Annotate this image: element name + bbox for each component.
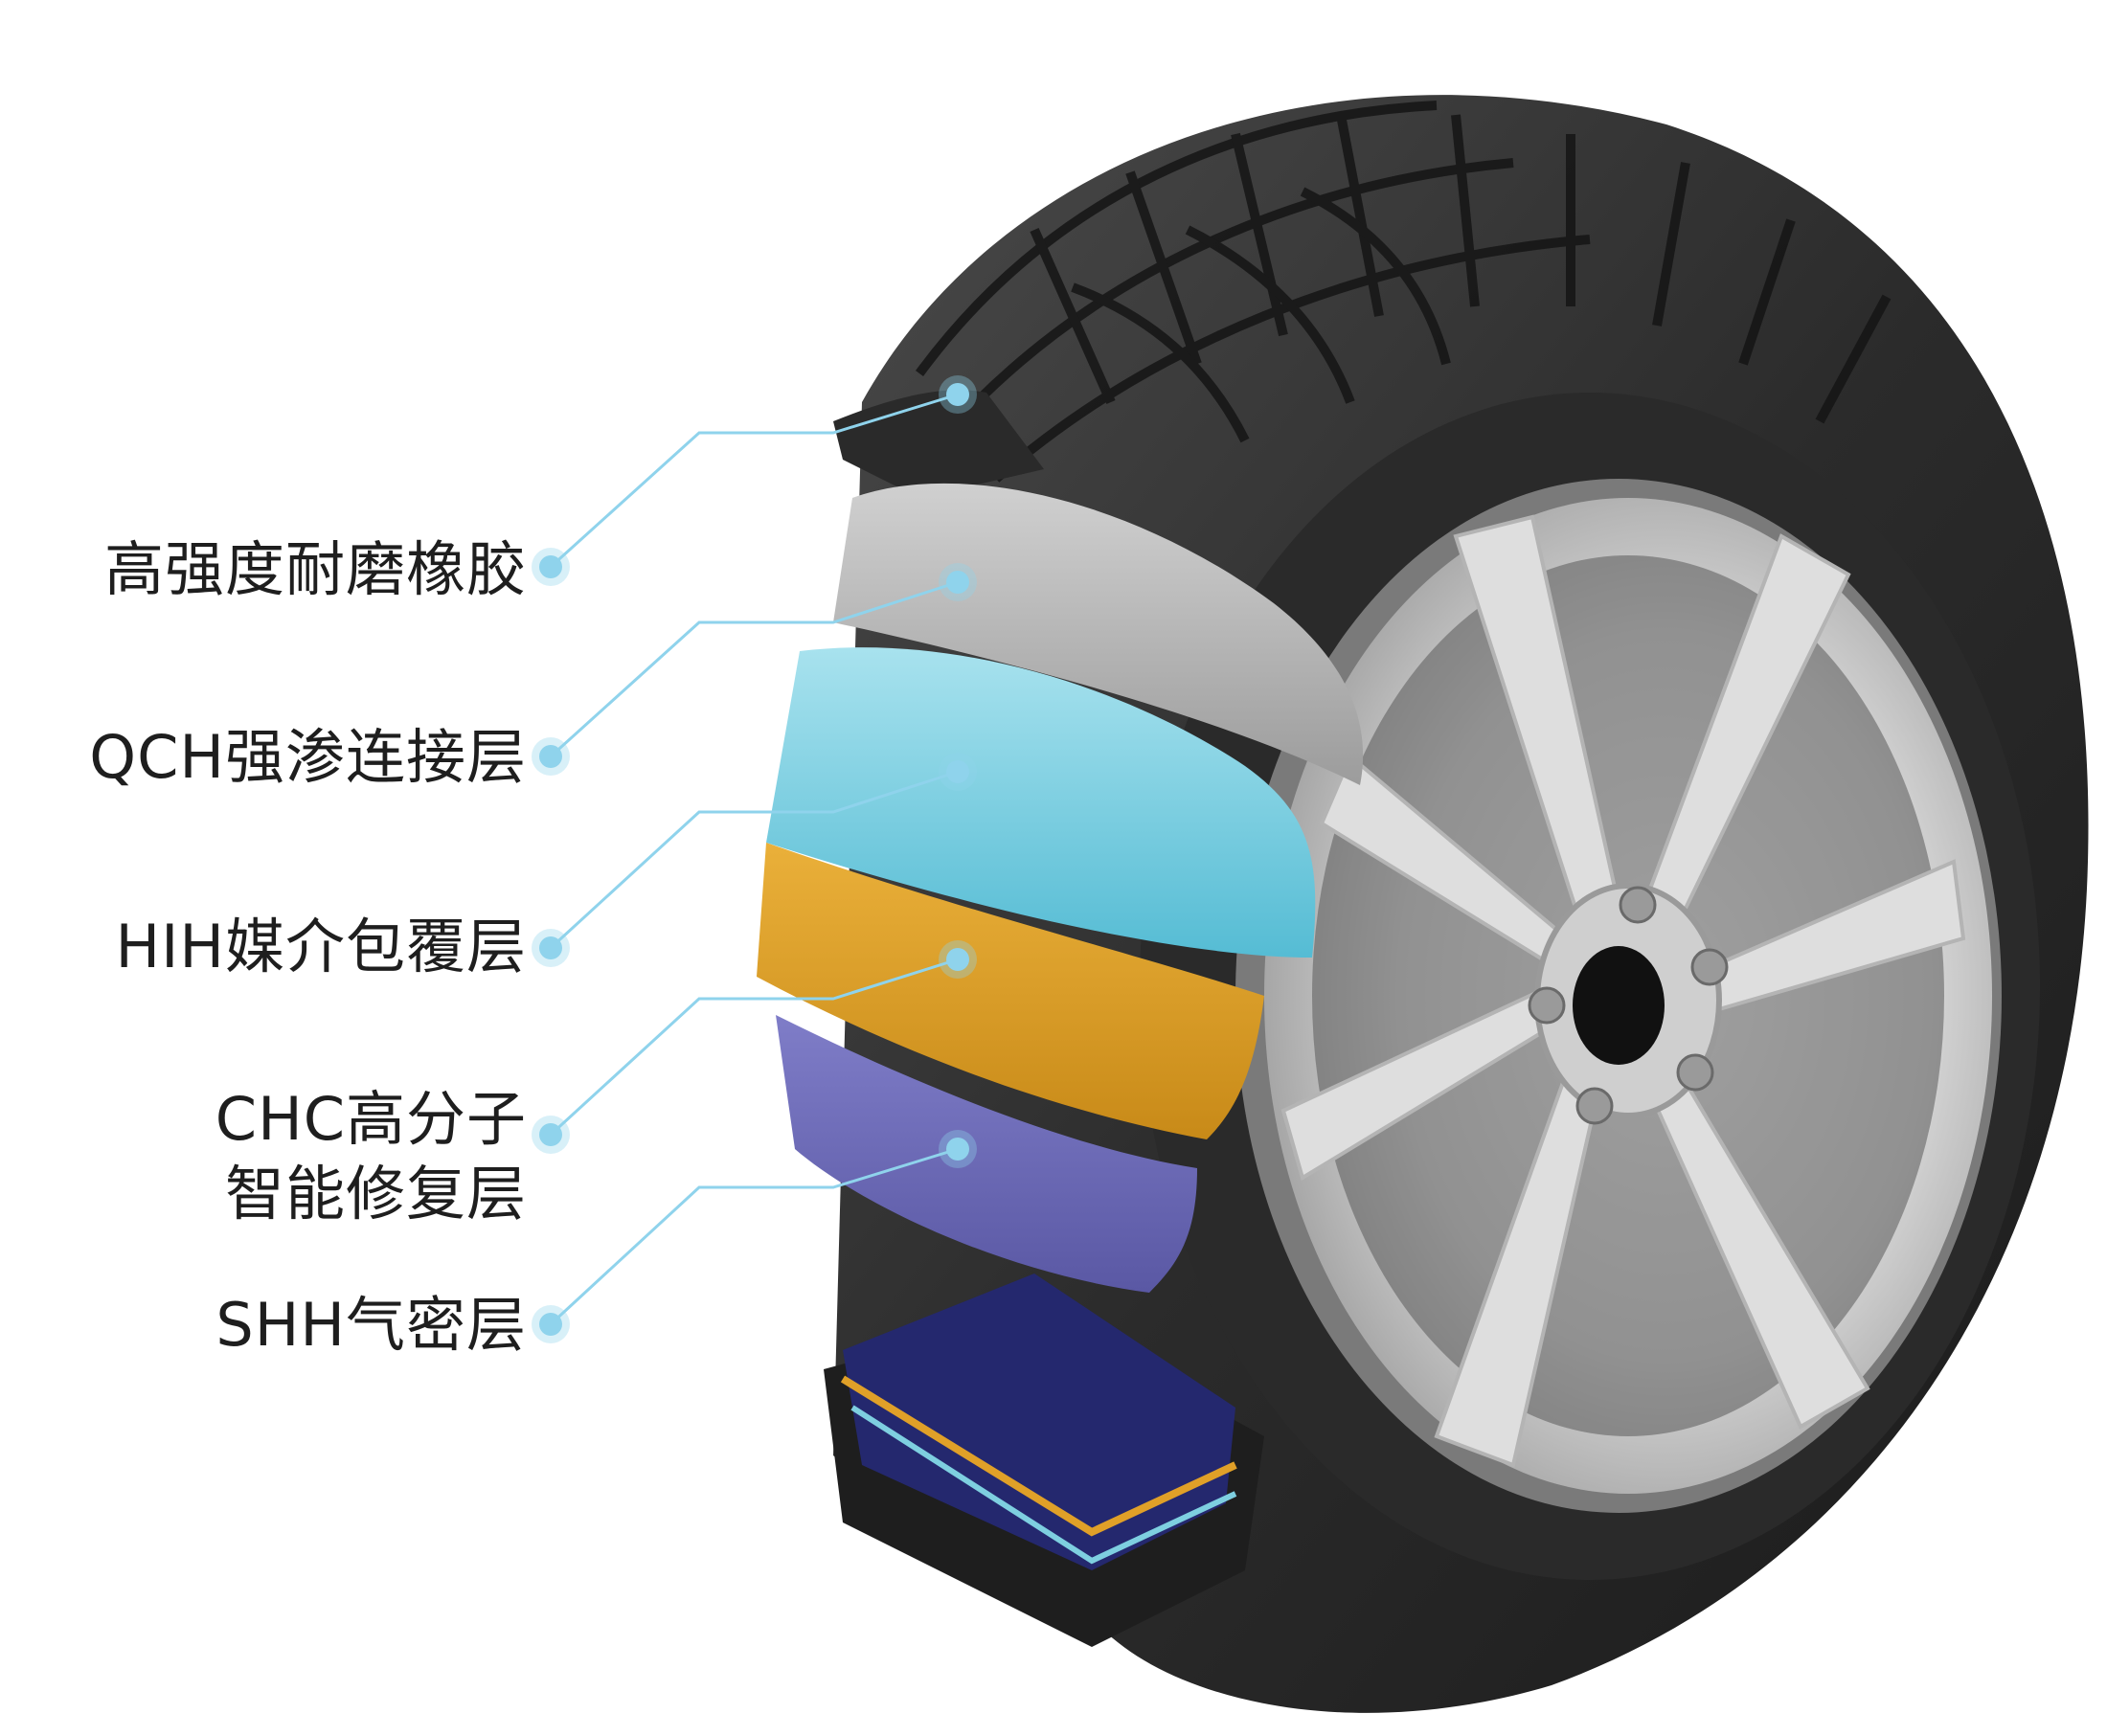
callout-line-3 [549,958,959,1137]
label-shh-layer: SHH气密层 [215,1290,527,1360]
callout-dot-0-0 [539,555,562,578]
layer-purple [776,1015,1197,1293]
callout-dot-3-0 [539,1123,562,1146]
label-tread-rubber: 高强度耐磨橡胶 [103,534,527,604]
inner-bottom-cyan [850,1405,1237,1565]
layer-gray [833,483,1364,785]
callout-lines [532,375,977,1343]
wheel-rim [1235,479,2002,1513]
label-hih-layer: HIH媒介包覆层 [115,912,527,981]
label-chc-layer: CHC高分子智能修复层 [215,1084,527,1229]
rim-center-bore [1573,946,1665,1065]
callout-dot-4-0 [539,1313,562,1336]
callout-line-4 [549,1147,959,1326]
callout-dot-0-1 [946,383,969,406]
callout-dot-4-1 [946,1138,969,1161]
callout-line-1 [549,580,959,758]
callout-line-2 [549,770,959,950]
inner-bottom-blue [843,1274,1235,1570]
lug-nuts [1528,886,1729,1125]
callout-line-0 [549,393,959,569]
callout-dot-1-1 [946,571,969,594]
cutaway-layers [757,390,1364,1647]
callout-dot-3-1 [946,948,969,971]
callout-dot-2-1 [946,760,969,783]
callout-dot-1-0 [539,745,562,768]
inner-bottom-gold [840,1375,1237,1537]
layer-gold [757,843,1264,1139]
tread-pattern [915,101,1892,483]
callout-dot-2-0 [539,936,562,959]
rim-spokes [1280,514,1966,1468]
label-qch-layer: QCH强渗连接层 [89,722,527,792]
layer-cyan [766,647,1316,958]
